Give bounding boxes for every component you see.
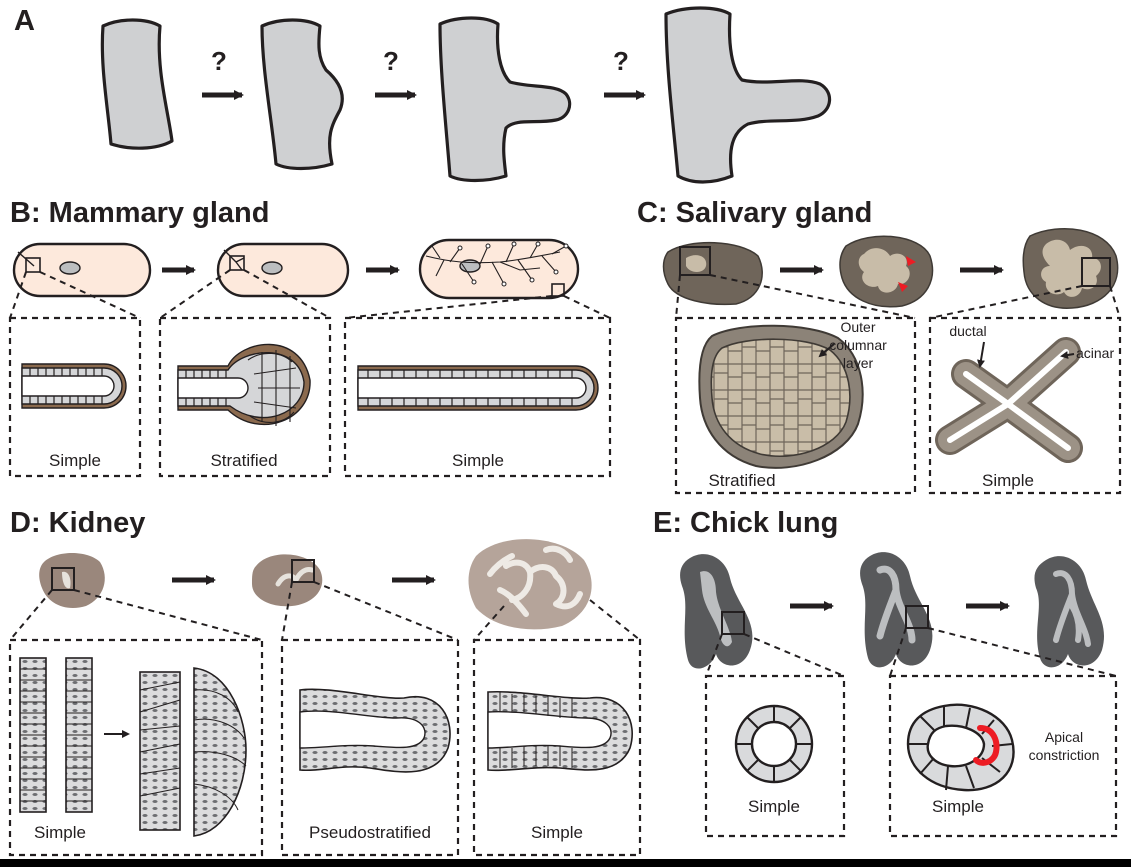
label-b3: Simple	[452, 451, 504, 470]
chick-lung-2	[860, 552, 932, 667]
annotation-acinar: acinar	[1076, 345, 1114, 361]
panel-c-title: C: Salivary gland	[637, 197, 872, 229]
lymph-node-2	[262, 262, 282, 274]
panel-d-title: D: Kidney	[10, 507, 145, 539]
epithelial-ring-e1	[736, 706, 812, 782]
simple-tube-d3	[488, 692, 632, 771]
panel-a-letter: A	[14, 5, 35, 37]
kidney-stage-1	[39, 553, 105, 608]
label-d1: Simple	[34, 823, 86, 842]
panel-d: D: Kidney Simpl	[10, 507, 640, 855]
mammary-gland-3	[420, 240, 578, 298]
label-d3: Simple	[531, 823, 583, 842]
panel-b-title: B: Mammary gland	[10, 197, 269, 229]
pseudostratified-tube-d2	[300, 689, 450, 772]
salivary-stage-1	[664, 243, 763, 305]
label-b1: Simple	[49, 451, 101, 470]
simple-bud-b1	[22, 364, 126, 408]
question-mark-2: ?	[383, 46, 399, 76]
annotation-layer: layer	[843, 355, 874, 371]
label-c2: Simple	[982, 471, 1034, 490]
label-b2: Stratified	[210, 451, 277, 470]
bottom-bar	[0, 859, 1131, 867]
panel-e-title: E: Chick lung	[653, 507, 838, 539]
annotation-constriction: constriction	[1029, 747, 1100, 763]
question-mark-3: ?	[613, 46, 629, 76]
guide-b3	[345, 296, 610, 318]
panel-a: A ? ? ?	[14, 5, 830, 182]
pseudostratified-columns-d1	[140, 668, 246, 836]
epithelial-ring-e2	[908, 705, 1014, 790]
annotation-columnar: columnar	[829, 337, 887, 353]
annotation-apical: Apical	[1045, 729, 1083, 745]
tube-stage-1	[102, 20, 172, 148]
stratified-bud-b2	[178, 344, 310, 426]
tube-stage-2	[262, 20, 342, 169]
label-e1: Simple	[748, 797, 800, 816]
tube-stage-4	[666, 8, 830, 182]
kidney-stage-2	[252, 554, 322, 606]
annotation-ductal: ductal	[949, 323, 986, 339]
panel-e: E: Chick lung Simple	[653, 507, 1116, 836]
panel-b: B: Mammary gland	[10, 197, 610, 476]
simple-columns-d1	[20, 658, 92, 812]
label-d2: Pseudostratified	[309, 823, 431, 842]
salivary-bud-1	[686, 255, 706, 272]
pointer-ductal	[980, 342, 984, 366]
question-mark-1: ?	[211, 46, 227, 76]
lymph-node-1	[60, 262, 80, 274]
simple-duct-b3	[358, 366, 598, 410]
tube-stage-3	[440, 18, 570, 181]
chick-lung-3	[1034, 556, 1104, 667]
panel-c: C: Salivary gland Outer columnar layer S…	[637, 197, 1120, 493]
label-c1: Stratified	[708, 471, 775, 490]
label-e2: Simple	[932, 797, 984, 816]
annotation-outer: Outer	[840, 319, 875, 335]
mammary-gland-1	[14, 244, 150, 296]
simple-branches-c2	[950, 352, 1068, 448]
